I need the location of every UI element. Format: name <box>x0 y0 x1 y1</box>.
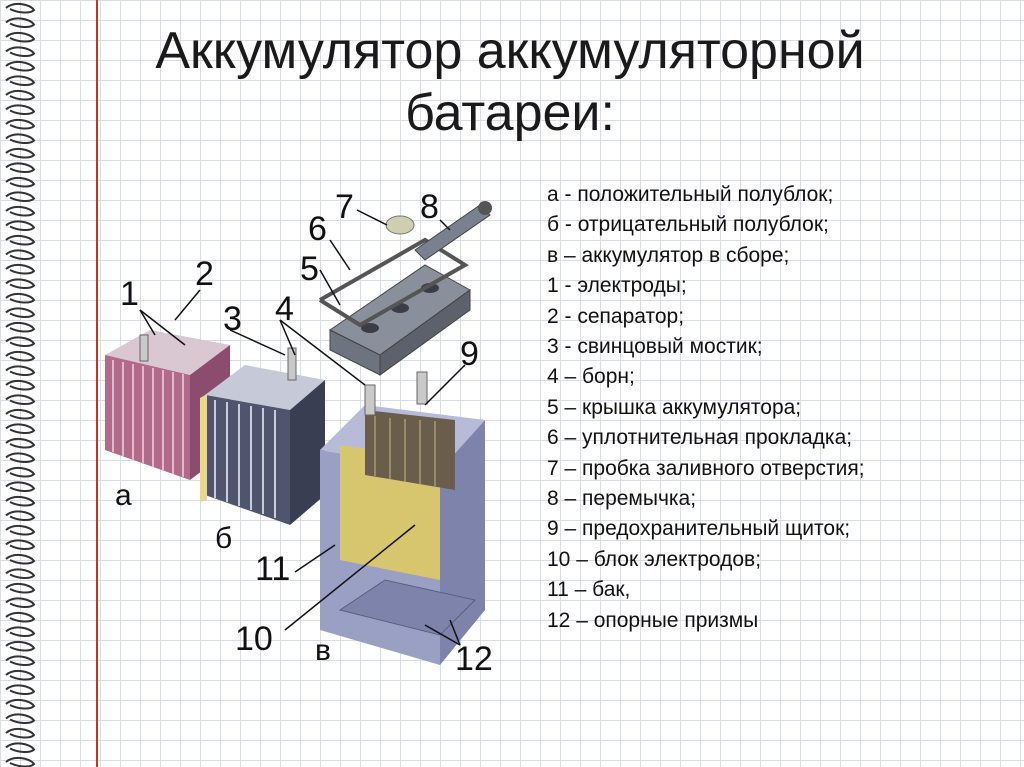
label-7: 7 <box>335 188 354 226</box>
battery-lid <box>318 201 492 376</box>
title-line-1: Аккумулятор аккумуляторной <box>155 22 865 80</box>
spiral-coil <box>5 727 36 739</box>
label-v: в <box>315 634 331 667</box>
label-4: 4 <box>275 290 294 328</box>
spiral-coil <box>5 713 36 724</box>
spiral-coil <box>5 466 36 478</box>
spiral-coil <box>5 220 36 231</box>
spiral-coil <box>5 655 36 666</box>
label-3: 3 <box>223 300 242 338</box>
label-6: 6 <box>308 210 327 248</box>
spiral-coil <box>5 104 36 115</box>
legend-item: 8 – перемычка; <box>547 487 697 511</box>
spiral-coil <box>5 205 36 217</box>
spiral-coil <box>5 2 36 14</box>
spiral-coil <box>5 640 36 652</box>
spiral-coil <box>5 147 36 159</box>
spiral-coil <box>5 234 36 246</box>
spiral-coil <box>5 162 36 173</box>
assembled-cell <box>320 371 485 665</box>
spiral-coil <box>5 582 36 594</box>
legend-item: 1 - электроды; <box>547 274 687 298</box>
label-9: 9 <box>460 335 479 373</box>
spiral-coil <box>5 611 36 623</box>
legend-item: 11 – бак, <box>547 578 631 602</box>
spiral-coil <box>5 698 36 710</box>
spiral-coil <box>5 292 36 304</box>
spiral-coil <box>5 423 36 434</box>
label-b: б <box>215 522 232 555</box>
spiral-coil <box>5 408 36 420</box>
spiral-coil <box>5 133 36 144</box>
spiral-coil <box>5 17 36 28</box>
label-8: 8 <box>420 188 439 226</box>
label-11: 11 <box>255 550 290 588</box>
spiral-coil <box>5 394 36 405</box>
spiral-coil <box>5 191 36 202</box>
spiral-coil <box>5 539 36 550</box>
spiral-coil <box>5 437 36 449</box>
legend-item: 7 – пробка заливного отверстия; <box>547 456 865 480</box>
spiral-coil <box>5 365 36 376</box>
legend-item: 12 – опорные призмы <box>547 608 759 632</box>
label-1: 1 <box>120 275 139 313</box>
label-10: 10 <box>235 620 273 658</box>
battery-cell-diagram: 1 2 3 4 5 6 7 8 9 10 11 12 а б в <box>105 188 493 678</box>
legend-item: 5 – крышка аккумулятора; <box>547 395 802 419</box>
legend-item: а - положительный полублок; <box>547 183 834 206</box>
spiral-coil <box>5 321 36 333</box>
spiral-coil <box>5 669 36 681</box>
legend-item: 6 – уплотнительная прокладка; <box>547 426 853 450</box>
legend-item: 2 - сепаратор; <box>547 304 685 328</box>
spiral-coil <box>5 278 36 289</box>
spiral-coil <box>5 553 36 565</box>
spiral-coil <box>5 379 36 391</box>
spiral-coil <box>5 510 36 521</box>
label-2: 2 <box>195 255 214 293</box>
legend-item: 4 – борн; <box>547 365 635 389</box>
negative-half-block <box>200 347 325 525</box>
page-title: Аккумулятор аккумуляторной батареи: <box>100 20 920 144</box>
legend-list: а - положительный полублок; б - отрицате… <box>547 180 865 636</box>
spiral-coil <box>5 742 36 753</box>
spiral-coil <box>5 756 36 767</box>
label-a: а <box>115 479 132 512</box>
notebook-spiral-binding <box>5 2 36 767</box>
label-12: 12 <box>455 640 493 678</box>
spiral-coil <box>5 452 36 463</box>
label-5: 5 <box>300 250 319 288</box>
spiral-coil <box>5 495 36 507</box>
spiral-coil <box>5 524 36 536</box>
legend-item: 10 – блок электродов; <box>547 547 762 571</box>
spiral-coil <box>5 626 36 637</box>
spiral-coil <box>5 60 36 72</box>
spiral-coil <box>5 31 36 43</box>
spiral-coil <box>5 176 36 188</box>
legend-item: б - отрицательный полублок; <box>547 213 829 237</box>
title-line-2: батареи: <box>405 84 615 142</box>
spiral-coil <box>5 336 36 347</box>
spiral-coil <box>5 597 36 608</box>
spiral-coil <box>5 307 36 318</box>
notebook-margin-line <box>96 0 98 767</box>
spiral-coil <box>5 89 36 101</box>
spiral-coil <box>5 75 36 86</box>
spiral-coil <box>5 350 36 362</box>
spiral-coil <box>5 684 36 695</box>
legend-item: в – аккумулятор в сборе; <box>547 243 790 267</box>
spiral-coil <box>5 118 36 130</box>
spiral-coil <box>5 249 36 260</box>
spiral-coil <box>5 568 36 579</box>
spiral-coil <box>5 481 36 492</box>
legend-item: 9 – предохранительный щиток; <box>547 517 851 541</box>
spiral-coil <box>5 263 36 275</box>
legend-item: 3 - свинцовый мостик; <box>547 335 763 359</box>
spiral-coil <box>5 46 36 57</box>
